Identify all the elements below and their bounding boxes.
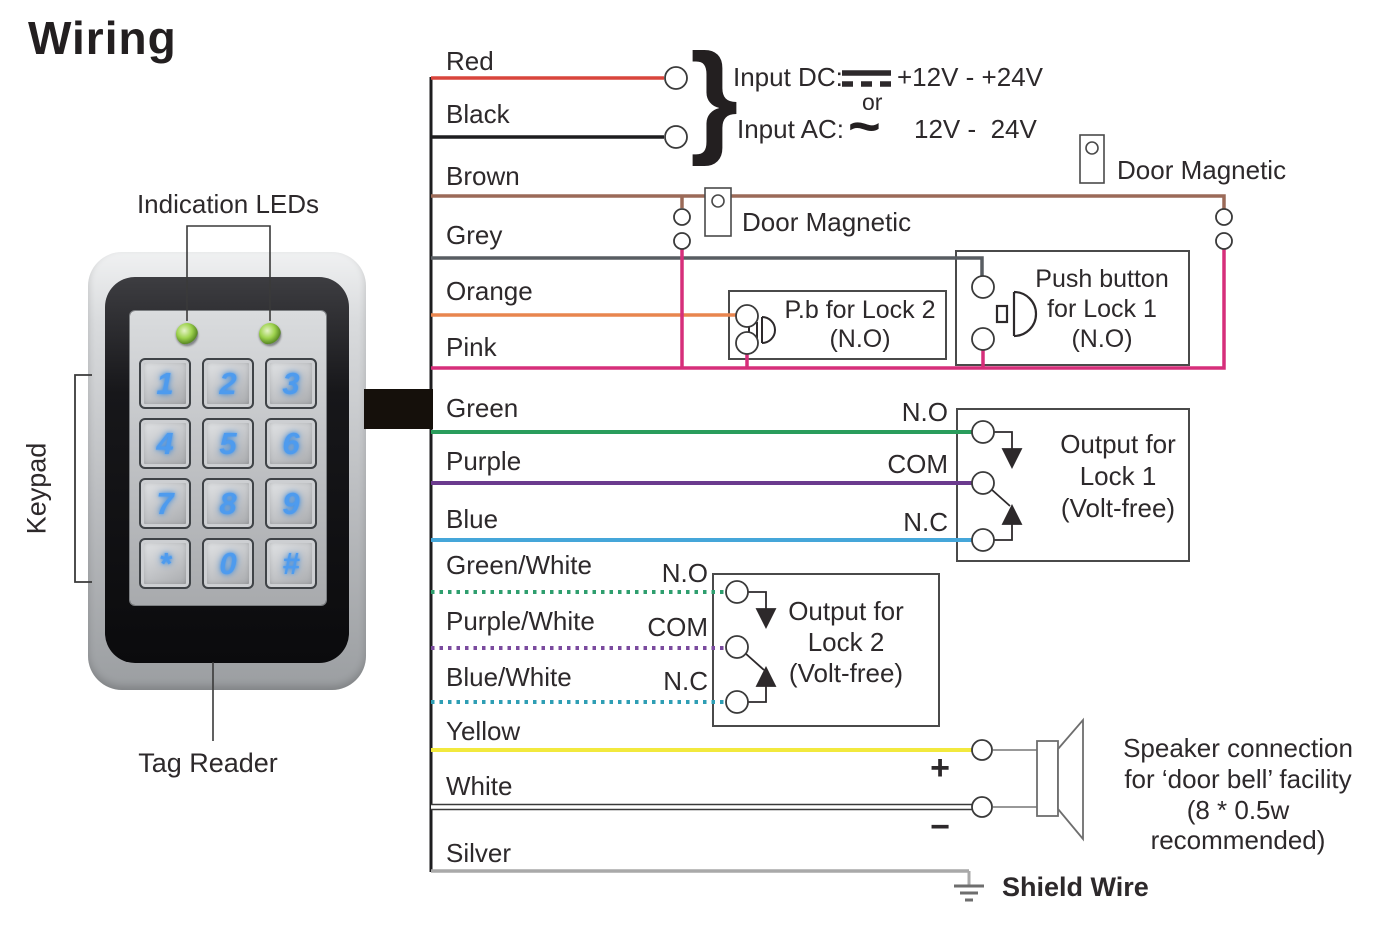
door-magnetic-left-icon: [704, 187, 732, 237]
power-brace: }: [690, 29, 739, 167]
key-4: 4: [139, 418, 191, 469]
keypad-keys: 1 2 3 4 5 6 7 8 9 * 0 #: [139, 358, 319, 590]
output-lock1-no: N.O: [901, 397, 948, 427]
indication-led-right: [259, 323, 281, 345]
output-lock2-com: COM: [647, 612, 708, 642]
wire-label-blue-white: Blue/White: [446, 662, 572, 692]
pb-lock1-line2: for Lock 1: [1047, 295, 1157, 323]
output-lock1-nc: N.C: [903, 507, 948, 537]
output-lock2-line1: Output for: [788, 596, 904, 626]
cable-connector-block: [364, 389, 433, 429]
wire-grey: [431, 256, 984, 277]
page-title: Wiring: [28, 12, 177, 64]
wire-label-red: Red: [446, 46, 494, 76]
pb-lock1-line3: (N.O): [1071, 325, 1133, 353]
pb-lock1-line1: Push button: [1035, 265, 1169, 293]
output-lock1-line1: Output for: [1060, 429, 1176, 459]
key-5: 5: [202, 418, 254, 469]
input-dc-label: Input DC:: [733, 62, 843, 92]
pb-lock2-line1: P.b for Lock 2: [784, 296, 936, 324]
speaker-note-line3: (8 * 0.5w recommended): [1150, 795, 1326, 855]
output-lock2-nc: N.C: [663, 666, 708, 696]
key-2: 2: [202, 358, 254, 409]
input-ac-label: Input AC:: [737, 114, 844, 144]
door-magnetic-top-icon: [1079, 134, 1105, 184]
dc-range: +12V - +24V: [897, 62, 1043, 92]
wire-label-white: White: [446, 771, 513, 801]
wire-label-yellow: Yellow: [446, 716, 521, 746]
output-lock1-line3: (Volt-free): [1060, 493, 1176, 523]
key-star: *: [139, 538, 191, 589]
wire-label-orange: Orange: [446, 276, 533, 306]
door-magnetic-top-label: Door Magnetic: [1117, 155, 1287, 185]
wire-label-brown: Brown: [446, 161, 520, 191]
key-0: 0: [202, 538, 254, 589]
key-hash: #: [265, 538, 317, 589]
key-7: 7: [139, 478, 191, 529]
speaker-plus: +: [930, 749, 950, 787]
indication-leds-label: Indication LEDs: [136, 189, 320, 219]
key-1: 1: [139, 358, 191, 409]
key-3: 3: [265, 358, 317, 409]
wire-label-green-white: Green/White: [446, 550, 592, 580]
output-lock2-line3: (Volt-free): [788, 658, 904, 688]
speaker-note-line1: Speaker connection: [1123, 733, 1353, 763]
key-9: 9: [265, 478, 317, 529]
ac-range: 12V - 24V: [914, 114, 1037, 144]
wire-label-purple: Purple: [446, 446, 522, 476]
output-lock2-line2: Lock 2: [807, 627, 885, 657]
output-lock2-no: N.O: [661, 558, 708, 588]
indication-led-left: [176, 323, 198, 345]
keypad-label: Keypad: [21, 442, 52, 535]
wire-label-blue: Blue: [446, 504, 499, 534]
shield-wire-label: Shield Wire: [1002, 872, 1149, 902]
door-magnetic-left-label: Door Magnetic: [742, 207, 912, 237]
output-lock1-line2: Lock 1: [1079, 461, 1157, 491]
wire-label-black: Black: [446, 99, 510, 129]
wire-label-grey: Grey: [446, 220, 503, 250]
wire-label-silver: Silver: [446, 838, 512, 868]
dc-symbol: [842, 70, 891, 87]
ac-symbol: ~: [848, 94, 881, 157]
speaker-note-line2: for ‘door bell’ facility: [1124, 764, 1352, 794]
wire-label-purple-white: Purple/White: [446, 606, 595, 636]
output-lock1-com: COM: [887, 449, 948, 479]
pb-lock2-line2: (N.O): [829, 325, 891, 353]
wire-label-green: Green: [446, 393, 519, 423]
key-6: 6: [265, 418, 317, 469]
wire-label-pink: Pink: [446, 332, 497, 362]
tag-reader-label: Tag Reader: [138, 748, 278, 778]
key-8: 8: [202, 478, 254, 529]
or-label: or: [862, 89, 883, 115]
speaker-icon: [993, 717, 1084, 842]
ground-symbol: [954, 871, 984, 902]
speaker-minus: −: [930, 808, 950, 846]
